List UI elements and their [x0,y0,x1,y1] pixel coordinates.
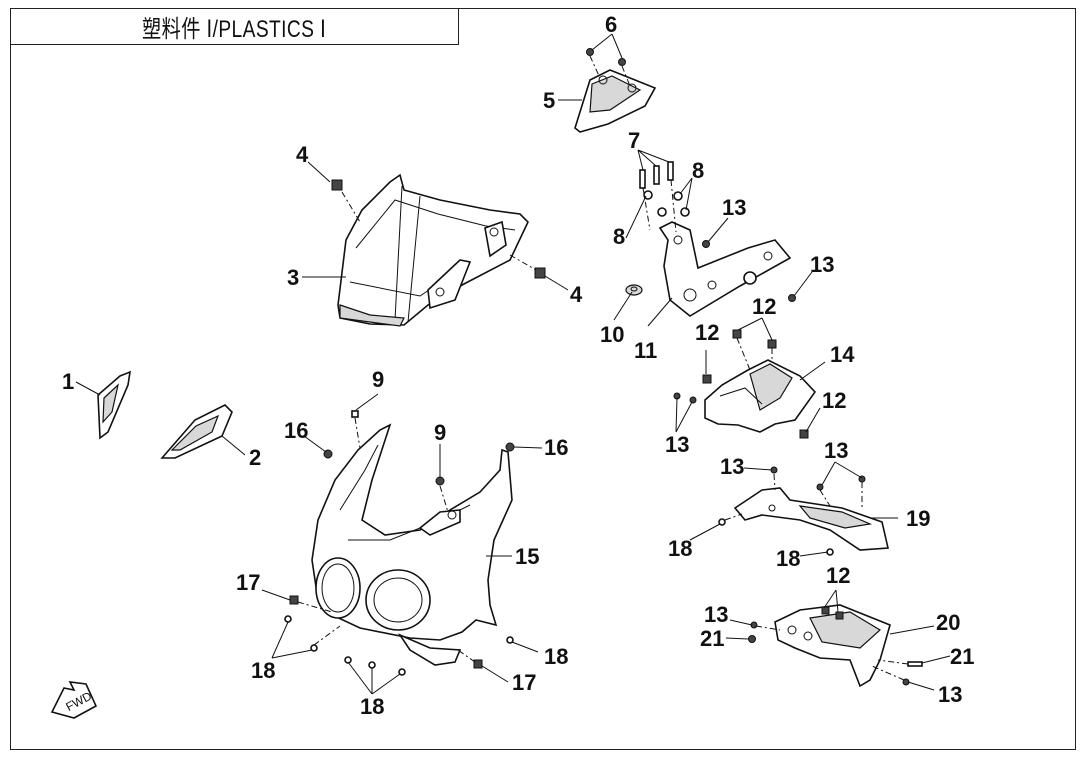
part-12-clip-d [799,429,809,439]
part-12-clip-c [702,374,712,384]
assembly-centerlines [297,55,909,681]
part-18-screw-e [398,668,406,676]
callout-18-left: 18 [251,658,275,683]
callout-16-left: 16 [284,418,308,443]
part-14-inner-panel [704,359,817,433]
drawing-frame [10,8,1076,750]
part-13-screw-a [702,240,710,248]
part-3-windscreen [337,173,529,327]
part-18-screw-d [368,661,376,669]
callout-13-e: 13 [824,438,848,463]
part-1-side-trim [97,370,132,440]
part-21-screw-a [748,635,756,643]
part-7-bolts [639,161,674,189]
part-20-bottom-panel [774,604,891,688]
callout-8-left: 8 [613,224,625,249]
part-8-washer-b [657,207,667,217]
part-6-screw-b [618,58,626,66]
part-15-front-fairing [311,423,513,666]
callout-12-top: 12 [752,294,776,319]
part-10-grommet [625,284,643,296]
callout-5: 5 [543,88,555,113]
part-4-nut-top [331,179,343,191]
callout-15: 15 [515,544,539,569]
callout-1: 1 [62,369,74,394]
fwd-arrow-icon: FWD [50,681,98,719]
callout-18-mid: 18 [668,536,692,561]
part-12-clip-a [732,329,742,339]
part-21-screw-b [907,661,923,667]
callout-16-right: 16 [544,435,568,460]
callout-9-center: 9 [434,420,446,445]
callout-11: 11 [634,338,657,363]
part-17-clip-a [289,595,299,605]
callout-17-right: 17 [512,670,536,695]
callout-12-right: 12 [822,388,846,413]
part-11-bracket [658,221,792,317]
callout-13-f: 13 [704,602,728,627]
callout-21-left: 21 [700,626,724,651]
part-4-nut-right [534,267,546,279]
part-12-clip-f [835,611,844,620]
callout-21-right: 21 [950,644,974,669]
part-9-rivet-a [351,410,359,418]
callout-18-lower: 18 [776,546,800,571]
part-13-screw-d [689,396,697,404]
callout-13-c: 13 [665,432,689,457]
callout-4-top: 4 [296,142,309,167]
part-16-grommet-b [505,442,515,452]
part-17-clip-b [473,659,483,669]
part-9-rivet-b [435,476,445,486]
callout-19: 19 [906,506,930,531]
callout-10: 10 [600,322,624,347]
part-19-lower-cover [733,487,889,551]
part-18-screw-f [506,636,514,644]
callout-9-left: 9 [372,367,384,392]
callout-17-left: 17 [236,570,260,595]
callout-6: 6 [605,12,617,37]
part-12-clip-b [767,339,777,349]
callout-14: 14 [830,342,855,367]
part-5-top-cover [574,69,657,133]
callout-13-d: 13 [720,454,744,479]
part-8-washer-d [680,207,690,217]
part-2-side-trim [160,404,233,459]
diagram-title: 塑料件 Ⅰ/PLASTICS Ⅰ [142,16,327,43]
callout-18-right: 18 [544,644,568,669]
part-13-screw-b [788,294,796,302]
callout-2: 2 [249,445,261,470]
part-6-screw-a [586,48,594,56]
part-12-clip-e [821,606,830,615]
part-18-screw-c [344,656,352,664]
callout-13-g: 13 [938,682,962,707]
callout-12-lower: 12 [826,563,850,588]
callout-8-right: 8 [692,158,704,183]
callout-3: 3 [287,265,299,290]
title-block: 塑料件 Ⅰ/PLASTICS Ⅰ [10,8,459,45]
callout-13-b: 13 [810,252,834,277]
callout-7: 7 [628,128,640,153]
callout-18-bottom: 18 [360,694,384,719]
callout-4-right: 4 [570,282,583,307]
callout-labels: 1 2 3 4 4 5 6 7 8 8 9 9 10 11 12 12 12 1… [62,12,974,719]
part-18-grommet-a [718,518,726,526]
callout-13-a: 13 [722,195,746,220]
callout-20: 20 [936,610,960,635]
part-18-screw-a [284,615,292,623]
leader-lines [75,33,951,695]
callout-12-left: 12 [695,320,719,345]
